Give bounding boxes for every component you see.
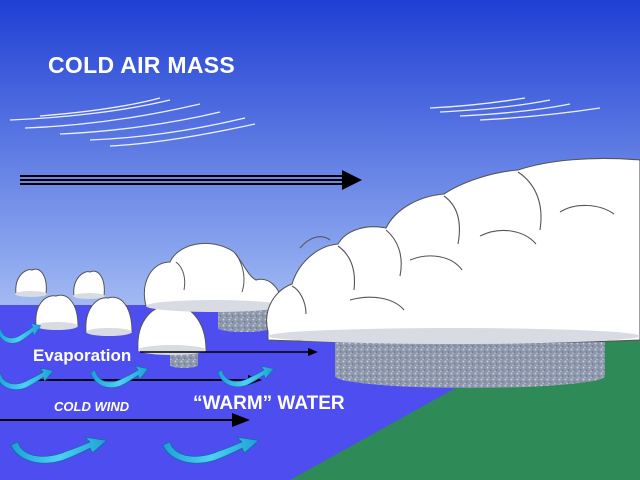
small-clouds bbox=[15, 268, 207, 355]
air-flow-arrow bbox=[20, 175, 345, 185]
snow-shaft-small bbox=[218, 308, 270, 328]
cold-wind-arrowhead bbox=[232, 413, 250, 427]
cold-air-mass-label: COLD AIR MASS bbox=[48, 52, 236, 78]
cirrus-lines-right bbox=[429, 97, 601, 121]
medium-cloud bbox=[144, 242, 283, 312]
evaporation-arrowhead bbox=[308, 348, 318, 356]
cold-wind-label: COLD WIND bbox=[54, 399, 130, 414]
cirrus-lines-left bbox=[9, 97, 256, 147]
evaporation-label: Evaporation bbox=[33, 346, 132, 365]
warm-water-label: “WARM” WATER bbox=[193, 393, 345, 414]
large-cloud bbox=[266, 157, 640, 344]
air-flow-arrowhead bbox=[342, 170, 362, 190]
